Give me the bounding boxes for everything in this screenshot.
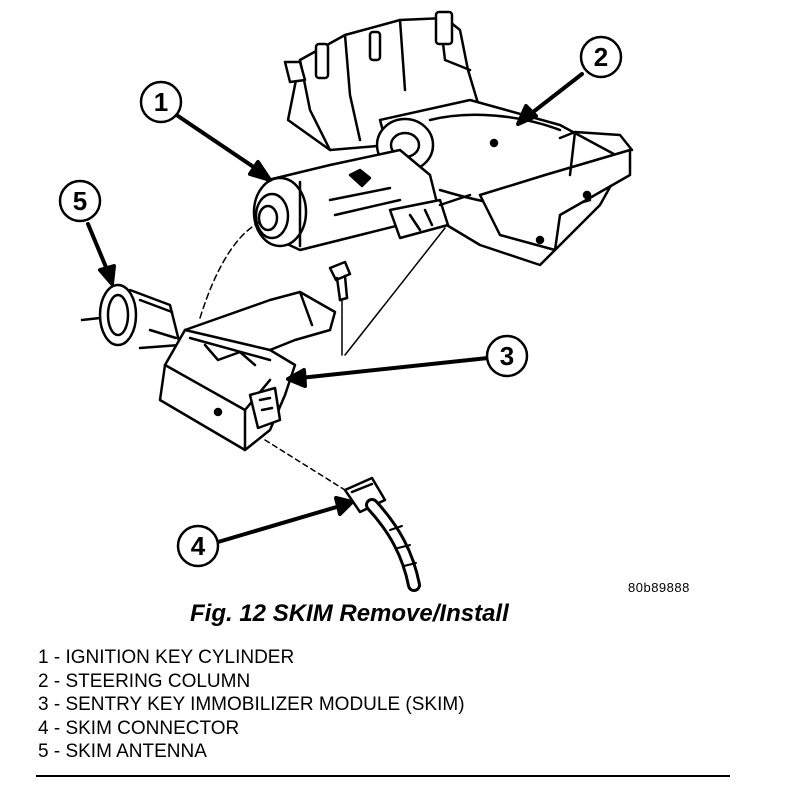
callout-4-number: 4 <box>191 531 206 561</box>
callout-1-number: 1 <box>154 87 168 117</box>
callout-4: 4 <box>176 524 220 568</box>
skim-connector-drawing <box>343 476 421 592</box>
callout-arrow-5 <box>86 222 110 274</box>
skim-module-drawing <box>80 221 446 491</box>
figure-caption: Fig. 12 SKIM Remove/Install <box>190 600 509 627</box>
callout-arrow-1 <box>176 114 260 172</box>
steering-column-drawing <box>252 10 634 267</box>
legend-item: 2 - STEERING COLUMN <box>38 670 251 692</box>
callout-arrow-2 <box>526 72 584 118</box>
figure-id: 80b89888 <box>628 580 690 595</box>
skim-diagram: 1 2 3 4 5 <box>58 10 634 592</box>
legend-item: 5 - SKIM ANTENNA <box>38 741 207 762</box>
callout-arrow-4 <box>216 504 342 544</box>
legend-item: 4 - SKIM CONNECTOR <box>38 717 240 739</box>
callout-2-number: 2 <box>594 42 608 72</box>
mounting-bolt-drawing <box>328 260 352 302</box>
callout-3-number: 3 <box>500 341 514 371</box>
callout-5: 5 <box>58 179 102 223</box>
callout-1: 1 <box>139 80 183 124</box>
legend-item: 3 - SENTRY KEY IMMOBILIZER MODULE (SKIM) <box>38 694 465 715</box>
legend: 1 - IGNITION KEY CYLINDER 2 - STEERING C… <box>38 646 465 764</box>
callout-5-number: 5 <box>73 186 87 216</box>
callout-arrow-3 <box>298 356 490 380</box>
callout-2: 2 <box>579 35 623 79</box>
callout-arrows <box>86 72 584 544</box>
legend-item: 1 - IGNITION KEY CYLINDER <box>38 647 295 668</box>
bottom-divider <box>36 775 730 777</box>
callout-3: 3 <box>485 334 529 378</box>
